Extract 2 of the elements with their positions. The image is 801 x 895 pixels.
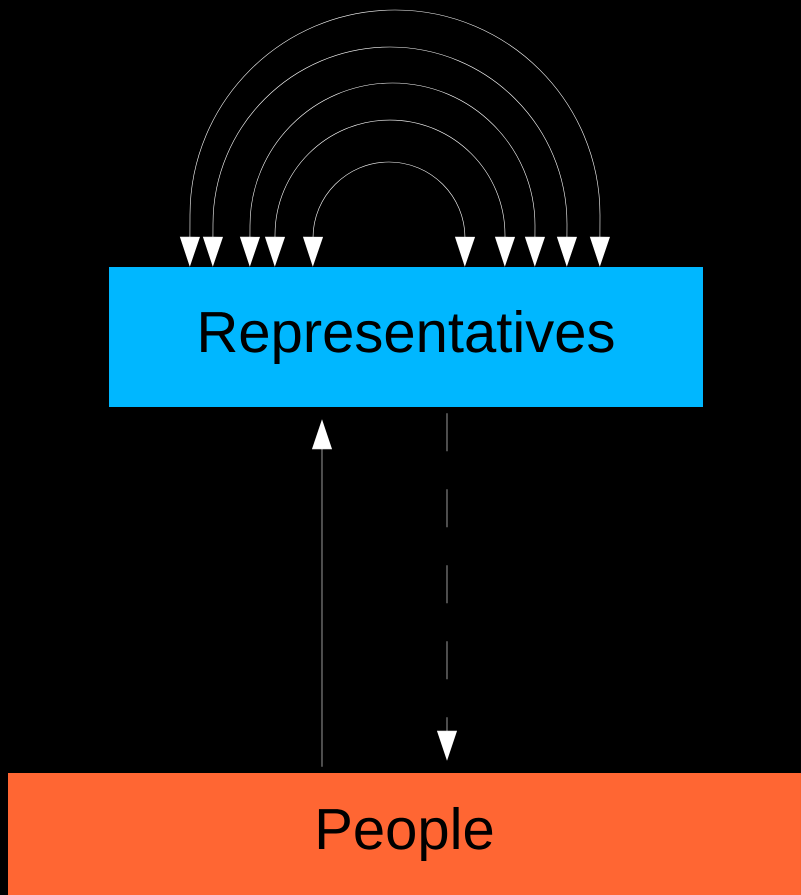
representatives-box: Representatives: [109, 267, 703, 407]
people-box: People: [8, 773, 801, 895]
